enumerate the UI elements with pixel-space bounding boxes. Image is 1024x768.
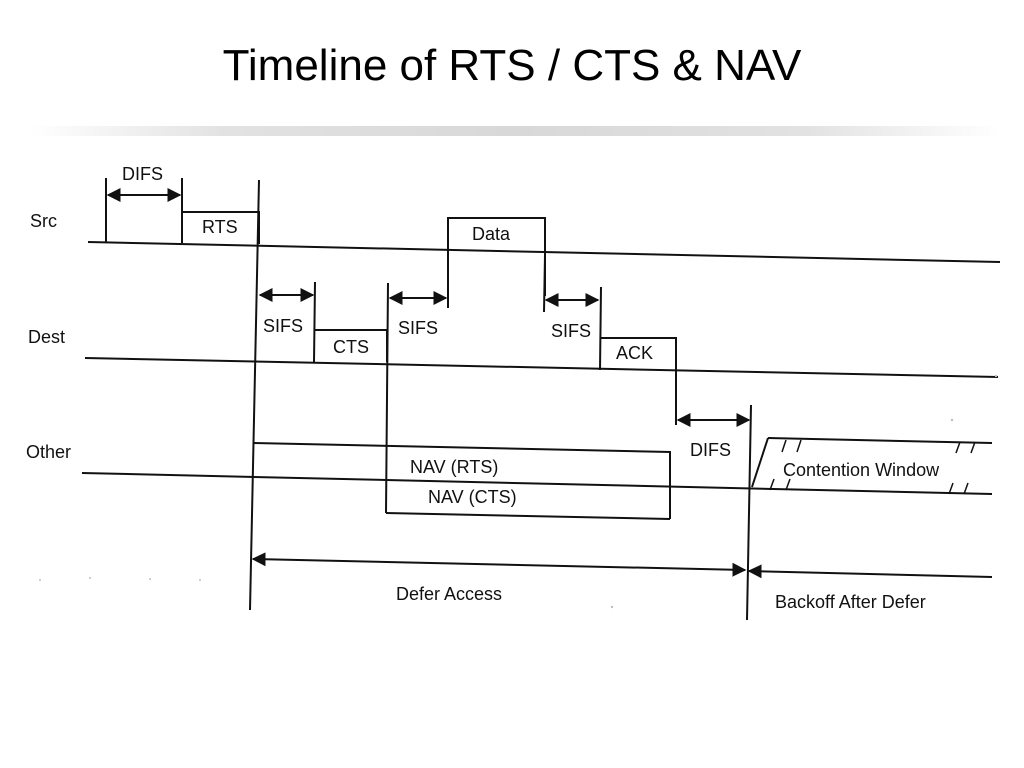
difs-other-label: DIFS xyxy=(690,440,731,460)
difs-src-label: DIFS xyxy=(122,164,163,184)
title-divider xyxy=(30,126,1000,136)
other-baseline xyxy=(81,472,993,495)
sifs-3-label: SIFS xyxy=(551,321,591,341)
ack-frame xyxy=(600,337,677,425)
backoff-label: Backoff After Defer xyxy=(775,592,926,612)
slide-title: Timeline of RTS / CTS & NAV xyxy=(222,41,802,90)
defer-end-vertical xyxy=(746,404,752,621)
dest-baseline xyxy=(84,357,999,378)
contention-window-label: Contention Window xyxy=(783,460,940,480)
ack-label: ACK xyxy=(616,343,653,363)
cts-label: CTS xyxy=(333,337,369,357)
contention-window-leading-edge xyxy=(751,437,769,488)
nav-rts-label: NAV (RTS) xyxy=(410,457,498,477)
defer-access-label: Defer Access xyxy=(396,584,502,604)
sifs-3-tick-left xyxy=(543,254,546,313)
nav-cts-box xyxy=(385,512,671,520)
sifs-1-tick-right xyxy=(313,281,316,363)
contention-window-top xyxy=(767,437,993,444)
row-label-dest: Dest xyxy=(28,327,65,347)
defer-access-arrow xyxy=(251,552,747,577)
data-label: Data xyxy=(472,224,511,244)
nav-cts-label: NAV (CTS) xyxy=(428,487,517,507)
scan-artifacts xyxy=(39,374,998,609)
row-label-other: Other xyxy=(26,442,71,462)
cts-end-vertical xyxy=(385,282,389,514)
backoff-arrow xyxy=(747,564,993,579)
nav-rts-box xyxy=(253,442,671,519)
sifs-2-label: SIFS xyxy=(398,318,438,338)
rts-frame xyxy=(181,211,260,244)
sifs-3-tick-right xyxy=(599,286,602,371)
contention-window-hatching xyxy=(769,439,976,495)
rts-label: RTS xyxy=(202,217,238,237)
sifs-1-label: SIFS xyxy=(263,316,303,336)
row-label-src: Src xyxy=(30,211,57,231)
rts-end-vertical xyxy=(249,179,260,611)
